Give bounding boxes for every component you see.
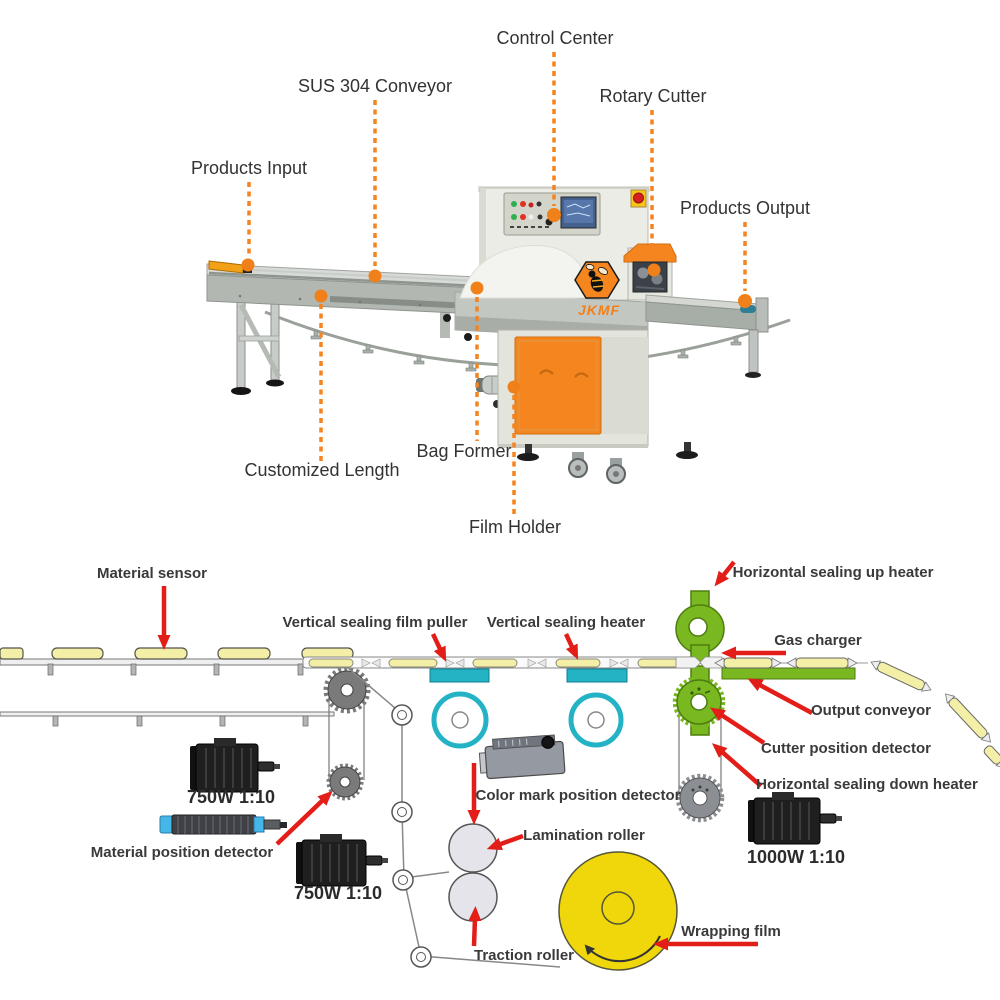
label-traction-roller: Traction roller: [474, 947, 574, 964]
infeed-conveyor-line: [0, 647, 371, 801]
sealed-package: [786, 657, 858, 669]
lower-cabinet: [497, 329, 649, 448]
callout-dot: [241, 258, 255, 272]
cutter-belt-gear: [675, 773, 725, 823]
panel-button-green: [511, 201, 517, 207]
sealing-units: [429, 668, 628, 749]
emergency-stop-button: [630, 189, 647, 208]
conveyor-motor: [190, 738, 280, 793]
lamination-roller: [448, 823, 498, 873]
orange-door: [514, 336, 602, 435]
horizontal-sealer: [672, 590, 726, 823]
sealed-package-sliding: [944, 693, 992, 743]
label-gas-charger: Gas charger: [774, 632, 862, 649]
callout-dot: [647, 263, 661, 277]
conveyor-sprocket-large: [323, 666, 371, 714]
label-wrapping-film: Wrapping film: [681, 923, 781, 940]
callout-dot: [507, 380, 521, 394]
label-vertical-sealing-heater: Vertical sealing heater: [487, 614, 646, 631]
label-lamination-roller: Lamination roller: [523, 827, 645, 844]
label-cutter-motor: 1000W 1:10: [747, 847, 845, 867]
vertical-sealing-heater-block: [566, 668, 628, 683]
input-conveyor: [206, 260, 479, 395]
brand-text: JKMF: [578, 302, 620, 318]
label-products-input: Products Input: [191, 158, 307, 178]
sealed-package-sliding: [870, 660, 932, 692]
schematic-section: Material sensor Vertical sealing film pu…: [0, 560, 1000, 971]
label-vertical-sealing-film-puller: Vertical sealing film puller: [282, 614, 467, 631]
film-motor: [296, 834, 388, 887]
label-sus-conveyor: SUS 304 Conveyor: [298, 76, 452, 96]
sealed-package: [714, 657, 782, 669]
label-material-sensor: Material sensor: [97, 565, 207, 582]
conveyor-foot: [231, 387, 251, 395]
idler-rollers: [391, 704, 432, 968]
label-material-position-detector: Material position detector: [91, 844, 274, 861]
output-conveyor-bar: [721, 667, 856, 680]
callout-dot: [738, 294, 752, 308]
callout-dot: [547, 208, 561, 222]
label-film-motor: 750W 1:10: [294, 883, 382, 903]
callout-dot: [470, 281, 484, 295]
color-mark-detector-device: [478, 734, 566, 780]
label-rotary-cutter: Rotary Cutter: [599, 86, 706, 106]
diagram-labels: Material sensor Vertical sealing film pu…: [91, 564, 978, 964]
material-position-detector-device: [159, 814, 287, 835]
film-pinch-marks: [361, 658, 629, 668]
machine-body: JKMF: [443, 186, 650, 341]
products-on-conveyor: [0, 647, 354, 660]
cutter-motor: [748, 792, 842, 845]
film-wrap-line: [302, 656, 723, 669]
label-color-mark-position-detector: Color mark position detector: [475, 787, 680, 804]
label-output-conveyor: Output conveyor: [811, 702, 931, 719]
label-conveyor-motor: 750W 1:10: [187, 787, 275, 807]
products-in-film: [308, 658, 683, 668]
sealed-package-sliding: [983, 745, 1000, 769]
conveyor-sprocket-small: [326, 763, 364, 801]
callout-dot: [368, 269, 382, 283]
machine-callouts: Control Center SUS 304 Conveyor Rotary C…: [191, 28, 810, 537]
label-bag-former: Bag Former: [416, 441, 511, 461]
machine-feet: [517, 442, 698, 484]
traction-roller: [448, 872, 498, 922]
cutter-head-roof: [623, 243, 677, 263]
output-section: [714, 657, 1000, 769]
vertical-sealing-film-puller-block: [429, 668, 490, 683]
callout-dot: [314, 289, 328, 303]
label-control-center: Control Center: [496, 28, 613, 48]
label-customized-length: Customized Length: [244, 460, 399, 480]
label-horizontal-sealing-up-heater: Horizontal sealing up heater: [733, 564, 934, 581]
brand-logo: [574, 261, 620, 299]
conveyor-foot: [266, 379, 284, 387]
label-horizontal-sealing-down-heater: Horizontal sealing down heater: [756, 776, 978, 793]
wrapping-film-roll: [558, 851, 678, 971]
machine-output-conveyor: [645, 294, 769, 378]
label-film-holder: Film Holder: [469, 517, 561, 537]
label-products-output: Products Output: [680, 198, 810, 218]
film-feed: [346, 666, 678, 971]
diagram-arrows: [157, 560, 814, 951]
cutter-gear: [672, 675, 726, 729]
label-cutter-position-detector: Cutter position detector: [761, 740, 931, 757]
machine-photo-section: JKMF: [191, 28, 810, 537]
panel-button-red: [520, 201, 526, 207]
